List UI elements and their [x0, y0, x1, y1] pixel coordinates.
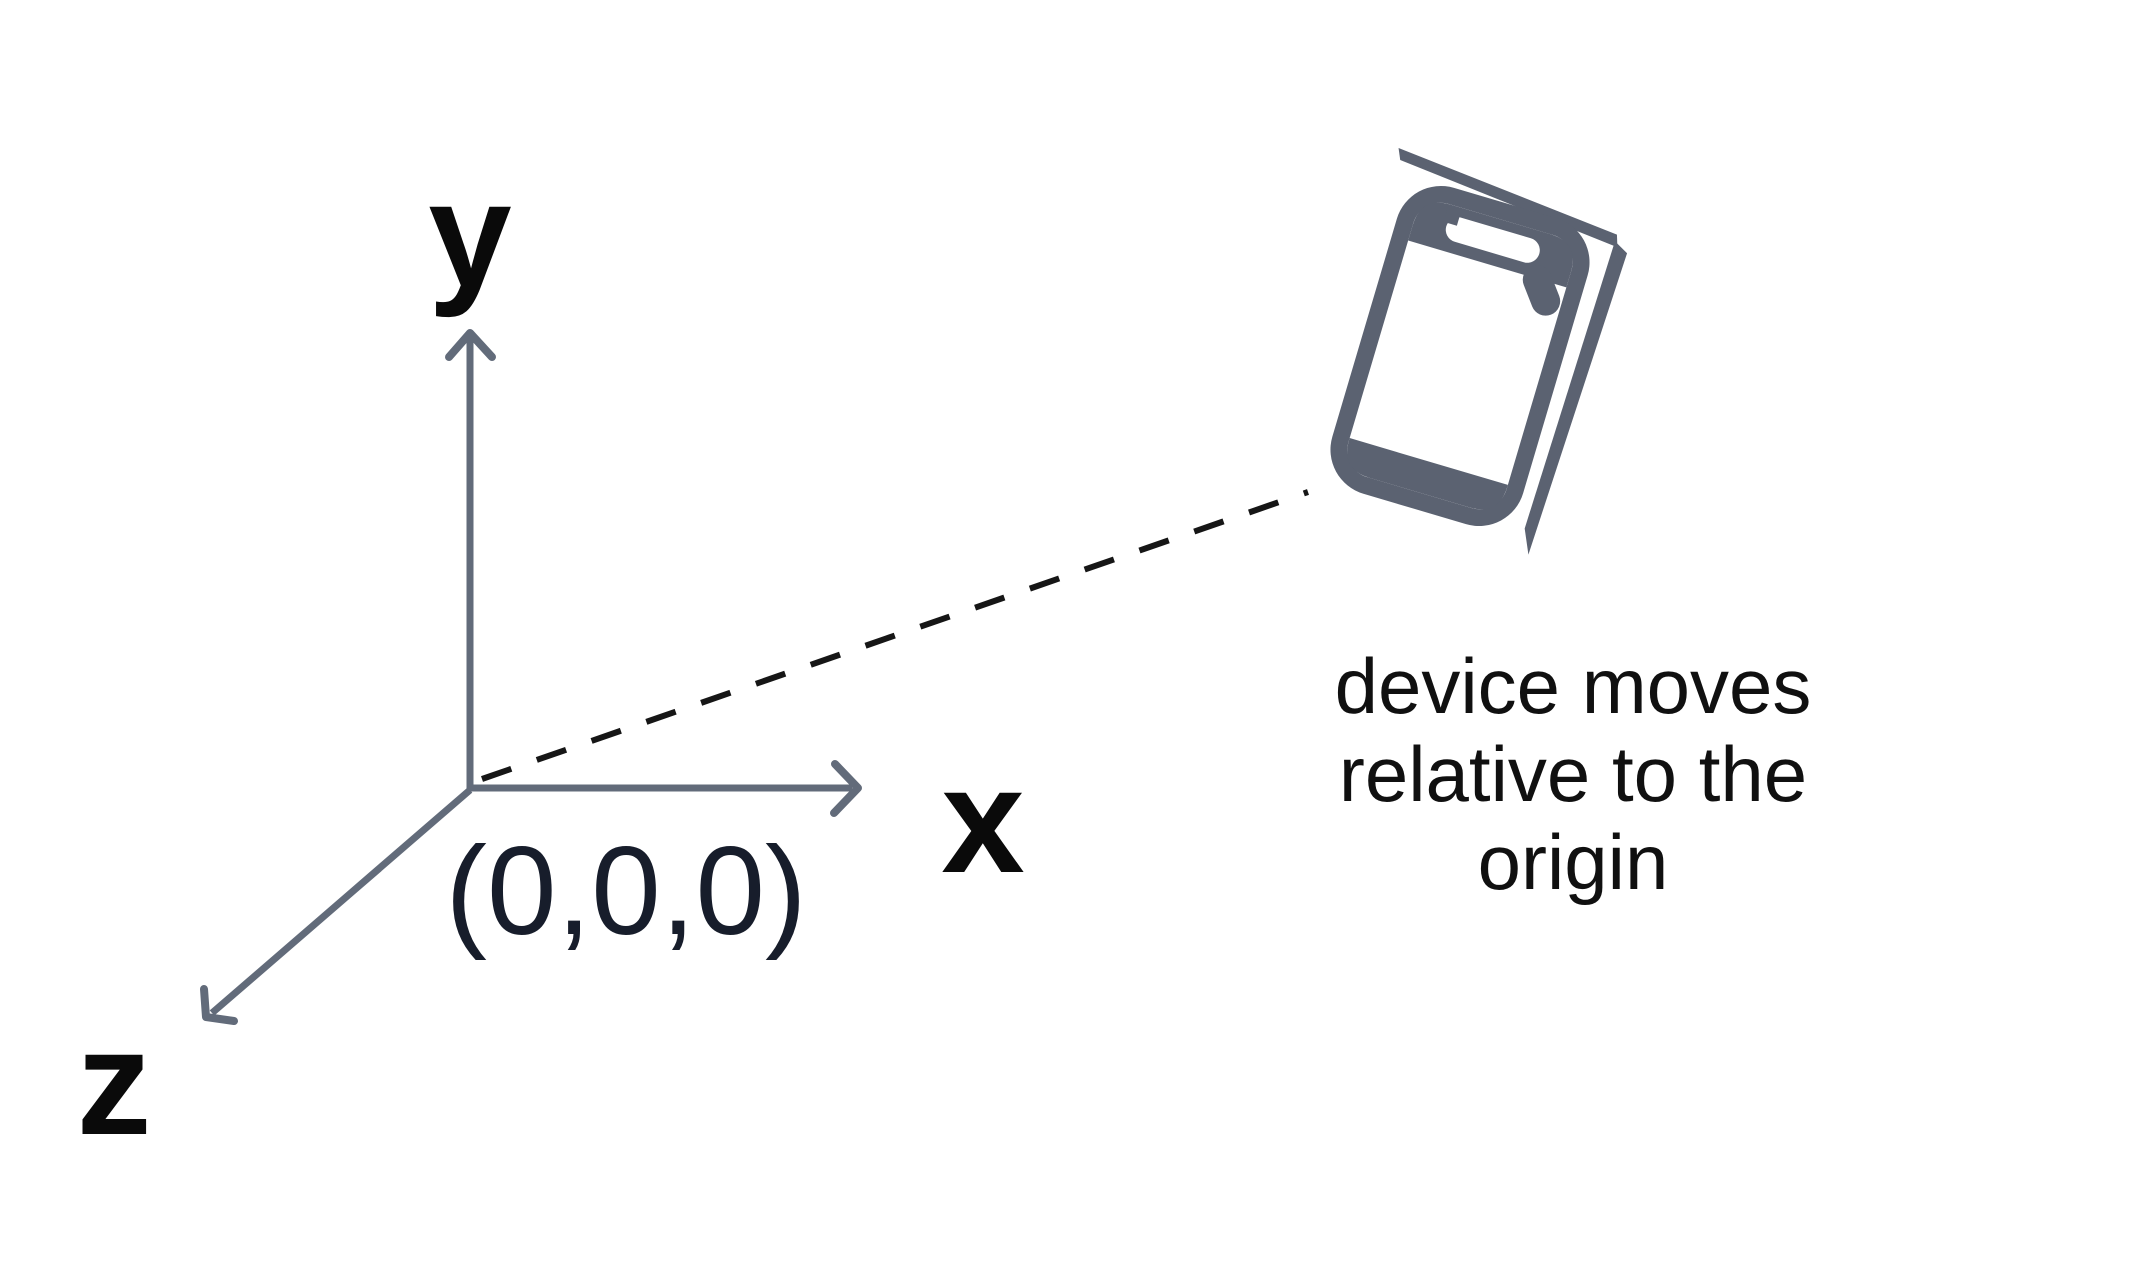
phone-bezel-hook: [1522, 265, 1561, 316]
phone-bottom-chin: [1347, 438, 1508, 510]
phone-earpiece-slot: [1445, 217, 1540, 263]
phone-camera-notch: [1443, 204, 1462, 226]
device-caption-line: origin: [1477, 818, 1669, 906]
z-axis-label: z: [76, 998, 152, 1166]
x-axis-arrowhead-icon: [830, 760, 862, 817]
y-axis-label: y: [428, 150, 512, 318]
device-caption-line: relative to the: [1338, 730, 1808, 818]
x-axis-label: x: [941, 736, 1025, 904]
origin-coordinates-label: (0,0,0): [445, 822, 807, 961]
smartphone-icon: [1330, 147, 1628, 555]
device-caption-line: device moves: [1334, 642, 1812, 730]
phone-depth-right-edge: [1524, 241, 1628, 555]
y-axis-arrowhead-icon: [445, 329, 496, 361]
phone-screen: [1347, 202, 1573, 510]
device-caption: device moves relative to the origin: [1335, 642, 1812, 906]
z-axis-line: [209, 787, 473, 1016]
z-axis-arrowhead-icon: [200, 985, 238, 1025]
axes: [200, 329, 862, 1025]
origin-to-device-dashed-line: [481, 489, 1309, 782]
